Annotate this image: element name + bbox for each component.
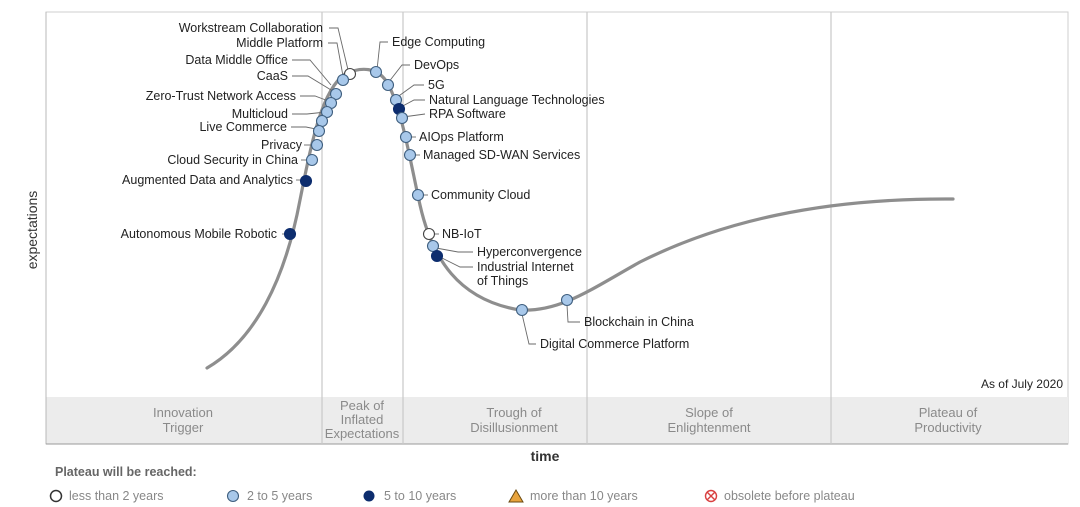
phase-trough-line2: Disillusionment bbox=[470, 420, 558, 435]
label-workstream-collaboration: Workstream Collaboration bbox=[179, 21, 323, 35]
y-axis-label: expectations bbox=[24, 191, 40, 270]
leader-data-middle-office bbox=[292, 59, 332, 86]
leader-blockchain bbox=[566, 304, 580, 323]
label-hyperconvergence: Hyperconvergence bbox=[477, 245, 582, 259]
legend-label-5to10: 5 to 10 years bbox=[384, 489, 456, 503]
marker-blockchain[interactable] bbox=[560, 293, 574, 307]
legend-symbol-gt10 bbox=[508, 489, 524, 503]
marker-live-commerce[interactable] bbox=[312, 124, 326, 138]
marker-augmented-data[interactable] bbox=[299, 174, 313, 188]
phase-dividers bbox=[321, 12, 832, 444]
legend-symbol-obsolete bbox=[704, 489, 718, 503]
leader-edge-computing bbox=[376, 41, 388, 71]
leader-workstream bbox=[329, 27, 350, 75]
label-blockchain: Blockchain in China bbox=[584, 315, 694, 329]
marker-cloud-security[interactable] bbox=[305, 153, 319, 167]
marker-digital-commerce[interactable] bbox=[515, 303, 529, 317]
legend-symbol-2to5 bbox=[226, 489, 240, 503]
marker-community-cloud[interactable] bbox=[411, 188, 425, 202]
legend-symbol-lt2 bbox=[49, 489, 63, 503]
phase-plateau-line1: Plateau of bbox=[919, 405, 978, 420]
leader-caas bbox=[292, 75, 337, 94]
leader-middle-platform bbox=[328, 42, 344, 77]
legend-title: Plateau will be reached: bbox=[55, 465, 197, 479]
label-augmented-data: Augmented Data and Analytics bbox=[122, 173, 293, 187]
technology-markers bbox=[283, 65, 574, 317]
phase-peak-line2: Inflated bbox=[341, 412, 384, 427]
legend-symbol-5to10 bbox=[363, 490, 375, 502]
phase-trough-line1: Trough of bbox=[486, 405, 542, 420]
leader-nlt bbox=[398, 99, 425, 109]
label-digital-commerce: Digital Commerce Platform bbox=[540, 337, 689, 351]
legend-label-gt10: more than 10 years bbox=[530, 489, 638, 503]
phase-labels: Innovation Trigger Peak of Inflated Expe… bbox=[153, 398, 982, 441]
leader-5g bbox=[395, 84, 424, 99]
marker-nbiot[interactable] bbox=[422, 227, 436, 241]
marker-sdwan[interactable] bbox=[403, 148, 417, 162]
leader-lines bbox=[282, 27, 580, 345]
marker-autonomous-robotic[interactable] bbox=[283, 227, 297, 241]
label-nlt: Natural Language Technologies bbox=[429, 93, 605, 107]
label-nbiot: NB-IoT bbox=[442, 227, 482, 241]
label-middle-platform: Middle Platform bbox=[236, 36, 323, 50]
marker-multicloud[interactable] bbox=[315, 114, 329, 128]
phase-innovation-line1: Innovation bbox=[153, 405, 213, 420]
marker-workstream-collaboration[interactable] bbox=[336, 73, 350, 87]
legend-label-lt2: less than 2 years bbox=[69, 489, 164, 503]
legend-label-2to5: 2 to 5 years bbox=[247, 489, 312, 503]
label-caas: CaaS bbox=[257, 69, 288, 83]
marker-aiops[interactable] bbox=[399, 130, 413, 144]
leader-multicloud bbox=[292, 111, 327, 115]
phase-band bbox=[46, 397, 1068, 444]
label-data-middle-office: Data Middle Office bbox=[185, 53, 288, 67]
label-autonomous-robotic: Autonomous Mobile Robotic bbox=[121, 227, 277, 241]
marker-privacy[interactable] bbox=[310, 138, 324, 152]
label-community-cloud: Community Cloud bbox=[431, 188, 530, 202]
marker-data-middle-office[interactable] bbox=[329, 87, 343, 101]
marker-hyperconvergence[interactable] bbox=[426, 239, 440, 253]
marker-zero-trust[interactable] bbox=[320, 105, 334, 119]
phase-innovation-line2: Trigger bbox=[163, 420, 204, 435]
leader-digital-commerce bbox=[521, 313, 536, 345]
leader-zero-trust bbox=[300, 95, 332, 103]
label-iiot-line1: Industrial Internet bbox=[477, 260, 574, 274]
leader-hyperconvergence bbox=[435, 247, 473, 253]
legend-label-obsolete: obsolete before plateau bbox=[724, 489, 855, 503]
hype-curve bbox=[205, 67, 955, 370]
marker-iiot[interactable] bbox=[430, 249, 444, 263]
phase-slope-line2: Enlightenment bbox=[667, 420, 750, 435]
obsolete-cross-b bbox=[706, 491, 716, 501]
label-edge-computing: Edge Computing bbox=[392, 35, 485, 49]
x-axis-label: time bbox=[531, 448, 560, 464]
marker-rpa[interactable] bbox=[395, 111, 409, 125]
label-privacy: Privacy bbox=[261, 138, 303, 152]
label-sdwan: Managed SD-WAN Services bbox=[423, 148, 580, 162]
leader-iiot bbox=[439, 256, 473, 268]
label-zero-trust: Zero-Trust Network Access bbox=[146, 89, 296, 103]
phase-peak-line1: Peak of bbox=[340, 398, 384, 413]
phase-peak-line3: Expectations bbox=[325, 426, 400, 441]
as-of-date: As of July 2020 bbox=[981, 377, 1063, 391]
technology-labels: Workstream Collaboration Middle Platform… bbox=[121, 21, 694, 351]
leader-devops bbox=[387, 64, 410, 84]
label-iiot-line2: of Things bbox=[477, 274, 528, 288]
marker-edge-computing[interactable] bbox=[369, 65, 383, 79]
label-5g: 5G bbox=[428, 78, 445, 92]
legend: Plateau will be reached: less than 2 yea… bbox=[49, 465, 855, 503]
marker-devops[interactable] bbox=[381, 78, 395, 92]
label-cloud-security: Cloud Security in China bbox=[167, 153, 298, 167]
label-multicloud: Multicloud bbox=[232, 107, 288, 121]
phase-plateau-line2: Productivity bbox=[914, 420, 982, 435]
phase-slope-line1: Slope of bbox=[685, 405, 733, 420]
label-aiops: AIOps Platform bbox=[419, 130, 504, 144]
label-rpa: RPA Software bbox=[429, 107, 506, 121]
label-live-commerce: Live Commerce bbox=[199, 120, 287, 134]
label-devops: DevOps bbox=[414, 58, 459, 72]
plot-area bbox=[45, 11, 1069, 445]
